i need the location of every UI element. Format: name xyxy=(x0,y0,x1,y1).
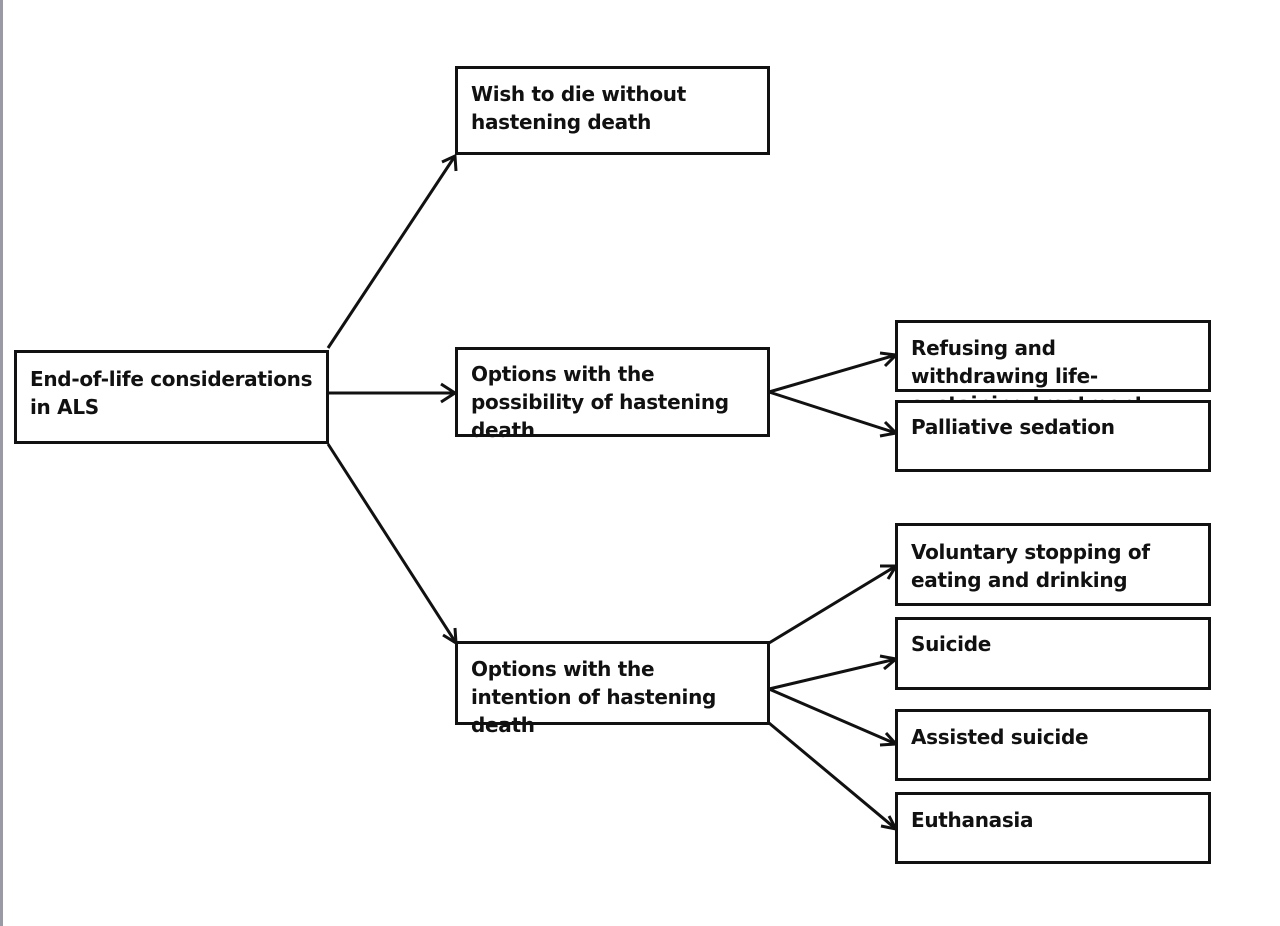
root-node: End-of-life considerations in ALS xyxy=(14,350,329,444)
leaf-euthanasia-node: Euthanasia xyxy=(895,792,1211,864)
arrowhead-possibility-to-refusing xyxy=(879,351,900,368)
arrowhead-possibility-to-sedation xyxy=(879,420,900,438)
leaf-sedation-node: Palliative sedation xyxy=(895,400,1211,472)
arrow-root-to-intention xyxy=(326,443,458,644)
arrowhead-intention-to-suicide xyxy=(879,654,900,671)
arrow-possibility-to-refusing xyxy=(768,353,897,394)
leaf-assisted-suicide-node: Assisted suicide xyxy=(895,709,1211,781)
leaf-vsed-node: Voluntary stopping of eating and drinkin… xyxy=(895,523,1211,606)
arrow-possibility-to-sedation xyxy=(768,390,897,435)
arrow-intention-to-suicide xyxy=(768,657,897,691)
branch-possibility-node: Options with the possibility of hastenin… xyxy=(455,347,770,442)
arrow-intention-to-euthanasia xyxy=(768,721,897,831)
arrowhead-intention-to-assisted xyxy=(879,731,900,747)
arrowhead-root-to-possibility xyxy=(440,382,458,404)
arrow-root-to-wish xyxy=(326,155,457,349)
arrow-intention-to-vsed xyxy=(768,564,897,645)
leaf-suicide-node: Suicide xyxy=(895,617,1211,690)
branch-intention-node: Options with the intention of hastening … xyxy=(455,641,770,737)
arrowhead-intention-to-euthanasia xyxy=(880,815,899,832)
leaf-refusing-node: Refusing and withdrawing life-sustaining… xyxy=(895,320,1211,416)
arrowhead-intention-to-vsed xyxy=(880,564,899,580)
arrow-intention-to-assisted xyxy=(768,687,897,746)
branch-wish-node: Wish to die without hastening death xyxy=(455,66,770,155)
window-edge xyxy=(0,0,3,926)
arrowhead-root-to-wish xyxy=(441,153,458,172)
